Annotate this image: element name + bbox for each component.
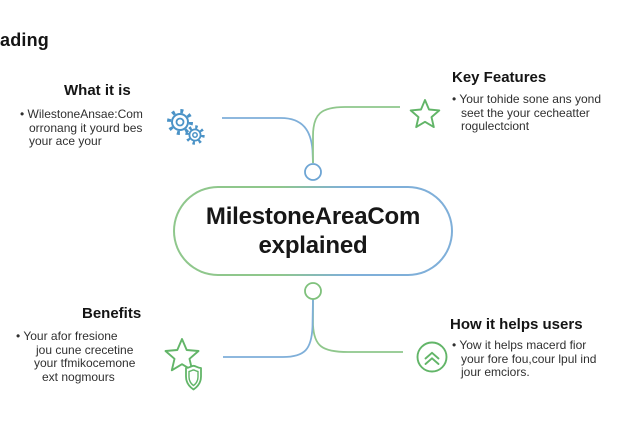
center-title-line2: explained <box>258 232 368 259</box>
text-line: your tfmikocemone <box>34 356 136 370</box>
section-body-key-features: • Your tohide sone ans yond seet the you… <box>452 92 601 134</box>
text-line: rogulectciont <box>461 119 530 133</box>
text-line: seet the your cecheatter <box>461 105 590 120</box>
text-line: • Yow it helps macerd fior <box>452 338 587 352</box>
center-node: MilestoneAreaCom explained <box>173 186 453 276</box>
text-line: • WilestoneAnsae:Com <box>20 107 143 121</box>
section-body-what-it-is: • WilestoneAnsae:Com orronang it yourd b… <box>20 107 143 149</box>
connector-node-top <box>304 163 322 181</box>
text-line: your fore fou,cour lpul ind <box>461 351 597 366</box>
section-title-benefits: Benefits <box>82 305 142 322</box>
text-line: your ace your <box>29 134 102 148</box>
section-title-key-features: Key Features <box>452 69 547 86</box>
section-body-benefits: • Your afor fresione jou cune crecetine … <box>16 329 136 384</box>
center-title-line1: MilestoneAreaCom <box>205 203 421 230</box>
text-line: • Your tohide sone ans yond <box>452 92 601 106</box>
text-line: jour emciors. <box>461 365 530 379</box>
circle-chevron-up-icon <box>416 341 448 373</box>
connector-top-left <box>222 117 314 164</box>
section-body-how-it-helps: • Yow it helps macerd fior your fore fou… <box>452 338 597 380</box>
text-line: jou cune crecetine <box>36 342 134 357</box>
section-title-what-it-is: What it is <box>64 82 131 99</box>
section-title-how-it-helps: How it helps users <box>450 316 583 333</box>
partial-heading: ading <box>0 30 49 50</box>
connector-bottom-left <box>223 298 314 358</box>
star-shield-icon <box>164 338 202 391</box>
connector-top-right <box>312 106 400 163</box>
text-line: orronang it yourd bes <box>29 120 143 135</box>
star-icon <box>409 99 441 129</box>
connector-bottom-right <box>312 299 403 353</box>
connector-node-bottom <box>304 282 322 300</box>
text-line: ext nogmours <box>42 369 115 384</box>
gears-icon <box>167 109 205 145</box>
center-node-inner: MilestoneAreaCom explained <box>174 187 452 275</box>
text-line: • Your afor fresione <box>16 329 118 343</box>
center-node-title: MilestoneAreaCom explained <box>206 202 420 260</box>
